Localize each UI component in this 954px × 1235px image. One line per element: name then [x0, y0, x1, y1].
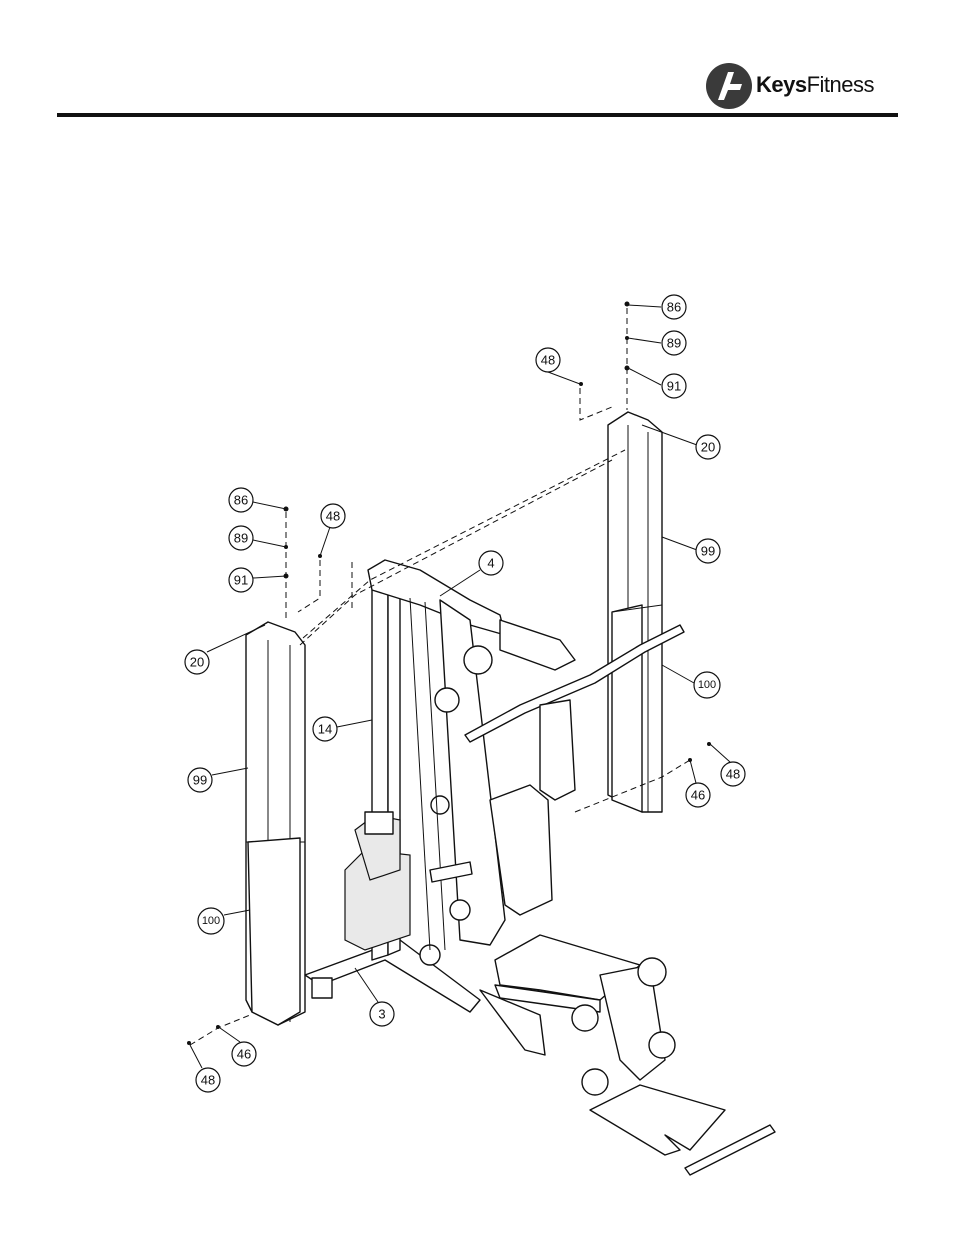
svg-text:48: 48 — [326, 509, 340, 524]
callout-46-right: 46 — [686, 760, 710, 807]
svg-text:89: 89 — [667, 336, 681, 351]
svg-text:20: 20 — [701, 440, 715, 455]
callout-3: 3 — [355, 968, 394, 1026]
callout-99-right: 99 — [662, 537, 720, 563]
main-frame — [305, 560, 775, 1175]
callout-100-left: 100 — [198, 908, 250, 934]
svg-text:100: 100 — [202, 915, 220, 927]
svg-text:99: 99 — [193, 773, 207, 788]
callout-48-right: 48 — [710, 744, 745, 786]
right-shroud — [608, 412, 662, 812]
svg-text:46: 46 — [237, 1047, 251, 1062]
callout-100-right: 100 — [662, 665, 720, 698]
callout-86-right: 86 — [628, 295, 686, 319]
callout-48-left-top: 48 — [320, 504, 345, 556]
svg-text:86: 86 — [234, 493, 248, 508]
callout-48-top: 48 — [536, 348, 580, 384]
callout-89-left: 89 — [229, 526, 286, 550]
callout-99-left: 99 — [188, 768, 248, 792]
left-shroud — [246, 622, 305, 1025]
svg-text:3: 3 — [378, 1007, 385, 1022]
callout-46-left: 46 — [220, 1028, 256, 1066]
callout-89-right: 89 — [628, 331, 686, 355]
callout-91-right: 91 — [628, 368, 686, 398]
svg-text:48: 48 — [201, 1073, 215, 1088]
svg-text:91: 91 — [667, 379, 681, 394]
svg-text:99: 99 — [701, 544, 715, 559]
svg-text:91: 91 — [234, 573, 248, 588]
svg-text:20: 20 — [190, 655, 204, 670]
svg-text:100: 100 — [698, 679, 716, 691]
svg-text:86: 86 — [667, 300, 681, 315]
svg-text:46: 46 — [691, 788, 705, 803]
svg-text:48: 48 — [726, 767, 740, 782]
callout-14: 14 — [313, 717, 372, 741]
svg-text:14: 14 — [318, 722, 332, 737]
callout-86-left: 86 — [229, 488, 286, 512]
callout-91-left: 91 — [229, 568, 286, 592]
callout-48-left-bottom: 48 — [190, 1045, 220, 1092]
svg-text:48: 48 — [541, 353, 555, 368]
svg-text:4: 4 — [487, 556, 494, 571]
svg-text:89: 89 — [234, 531, 248, 546]
